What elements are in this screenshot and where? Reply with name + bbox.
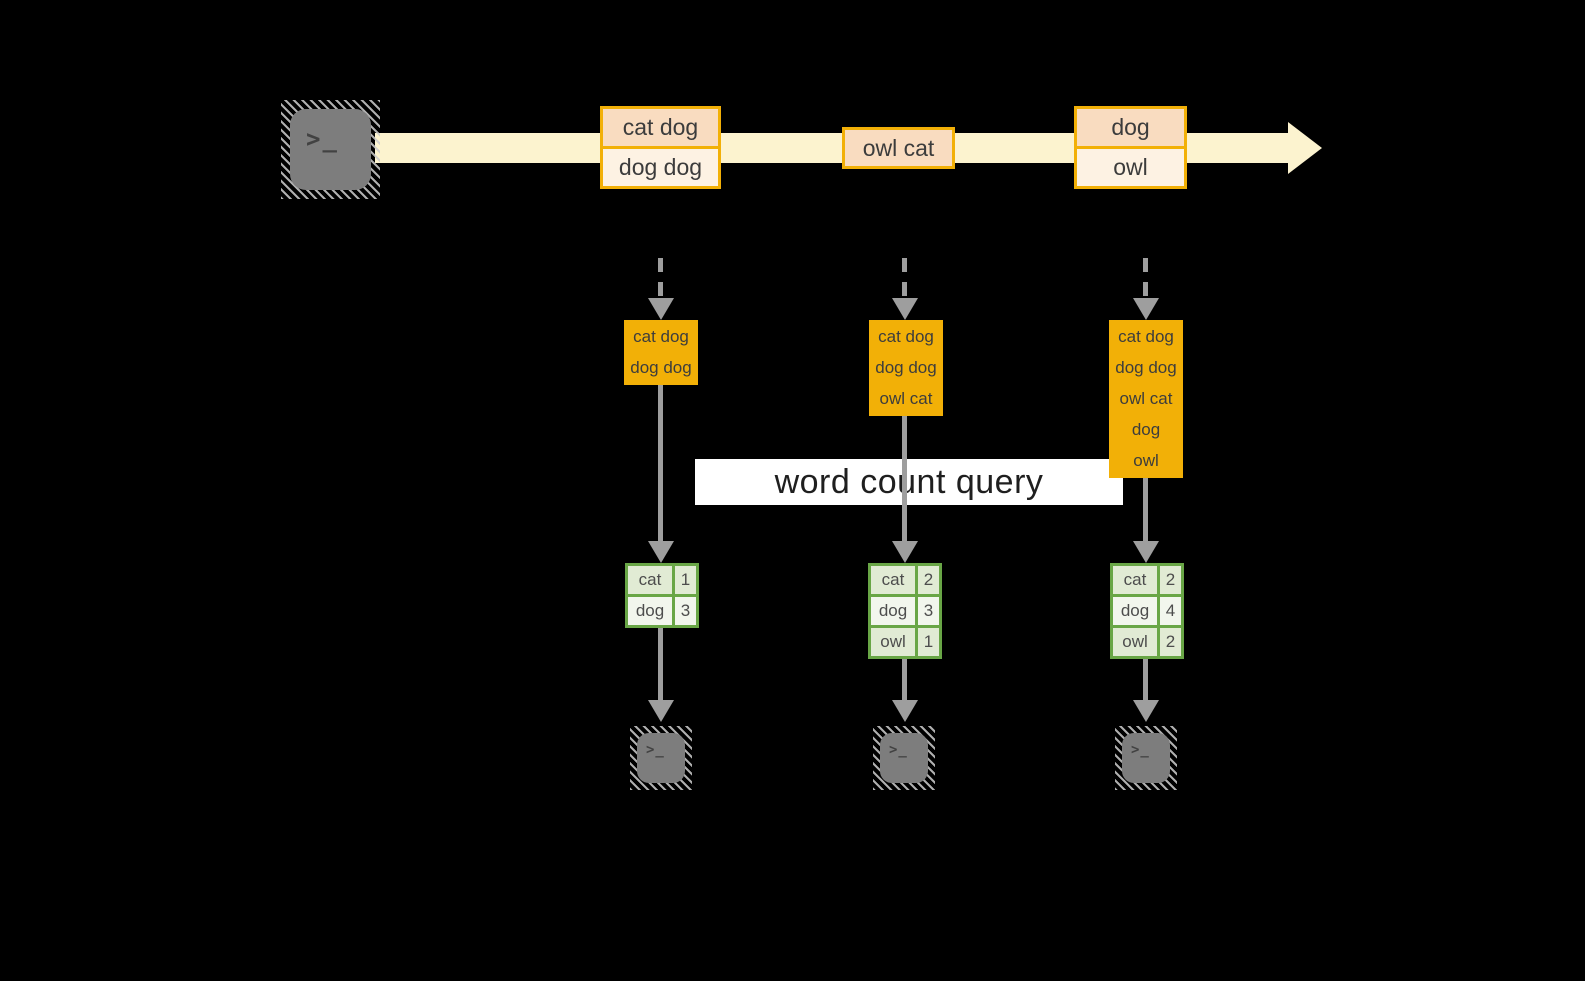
- connector-line: [1143, 659, 1148, 702]
- down-arrowhead-icon: [1133, 541, 1159, 563]
- terminal-prompt-icon: >_: [1131, 742, 1150, 758]
- down-arrowhead-icon: [648, 298, 674, 320]
- batch-record: owl cat: [845, 130, 952, 166]
- result-table-3: cat 2 dog 4 owl 2: [1110, 563, 1184, 659]
- terminal-screen: >_: [880, 733, 928, 783]
- batch-record: cat dog: [603, 109, 718, 146]
- stream-timeline-arrowhead-icon: [1288, 122, 1322, 174]
- input-row: cat dog: [633, 327, 689, 346]
- input-row: dog dog: [1115, 358, 1177, 377]
- result-count: 3: [918, 597, 939, 625]
- input-row: owl: [1133, 451, 1159, 470]
- down-arrowhead-icon: [648, 541, 674, 563]
- terminal-prompt-icon: >_: [889, 742, 908, 758]
- result-word: dog: [628, 597, 672, 625]
- result-count: 2: [918, 566, 939, 594]
- batch-box-3: dog owl: [1074, 106, 1187, 189]
- input-row: dog: [1131, 420, 1161, 439]
- batch-box-2: owl cat: [842, 127, 955, 169]
- terminal-screen: >_: [290, 109, 371, 190]
- result-word: owl: [1113, 628, 1157, 656]
- batch-record: dog: [1077, 109, 1184, 146]
- word-count-query-banner: word count query: [695, 459, 1123, 505]
- result-word: cat: [1113, 566, 1157, 594]
- output-terminal-icon: >_: [1115, 726, 1177, 790]
- connector-line: [902, 416, 907, 542]
- source-terminal-icon: >_: [281, 100, 380, 199]
- input-row: dog dog: [875, 358, 937, 377]
- terminal-screen: >_: [637, 733, 685, 783]
- connector-line: [658, 628, 663, 702]
- result-table-2: cat 2 dog 3 owl 1: [868, 563, 942, 659]
- result-word: owl: [871, 628, 915, 656]
- banner-label: word count query: [774, 462, 1044, 501]
- input-row: owl cat: [1119, 389, 1173, 408]
- input-row: cat dog: [878, 327, 934, 346]
- output-terminal-icon: >_: [873, 726, 935, 790]
- result-count: 1: [918, 628, 939, 656]
- input-table-2: cat dog dog dog owl cat: [869, 320, 943, 416]
- batch-record: owl: [1077, 149, 1184, 186]
- result-word: cat: [628, 566, 672, 594]
- terminal-screen: >_: [1122, 733, 1170, 783]
- input-row: dog dog: [630, 358, 692, 377]
- result-count: 2: [1160, 566, 1181, 594]
- result-count: 3: [675, 597, 696, 625]
- batch-box-1: cat dog dog dog: [600, 106, 721, 189]
- result-count: 1: [675, 566, 696, 594]
- down-arrowhead-icon: [1133, 700, 1159, 722]
- output-terminal-icon: >_: [630, 726, 692, 790]
- connector-line: [902, 659, 907, 702]
- result-count: 4: [1160, 597, 1181, 625]
- down-arrowhead-icon: [892, 541, 918, 563]
- result-word: dog: [1113, 597, 1157, 625]
- down-arrowhead-icon: [892, 700, 918, 722]
- terminal-prompt-icon: >_: [646, 742, 665, 758]
- dashed-arrow-line: [658, 258, 663, 300]
- connector-line: [1143, 478, 1148, 542]
- dashed-arrow-line: [902, 258, 907, 300]
- input-row: cat dog: [1118, 327, 1174, 346]
- down-arrowhead-icon: [1133, 298, 1159, 320]
- terminal-prompt-icon: >_: [306, 125, 339, 153]
- connector-line: [658, 385, 663, 542]
- down-arrowhead-icon: [648, 700, 674, 722]
- result-count: 2: [1160, 628, 1181, 656]
- input-row: owl cat: [879, 389, 933, 408]
- down-arrowhead-icon: [892, 298, 918, 320]
- result-word: cat: [871, 566, 915, 594]
- batch-record: dog dog: [603, 149, 718, 186]
- result-table-1: cat 1 dog 3: [625, 563, 699, 628]
- input-table-1: cat dog dog dog: [624, 320, 698, 385]
- dashed-arrow-line: [1143, 258, 1148, 300]
- result-word: dog: [871, 597, 915, 625]
- input-table-3: cat dog dog dog owl cat dog owl: [1109, 320, 1183, 478]
